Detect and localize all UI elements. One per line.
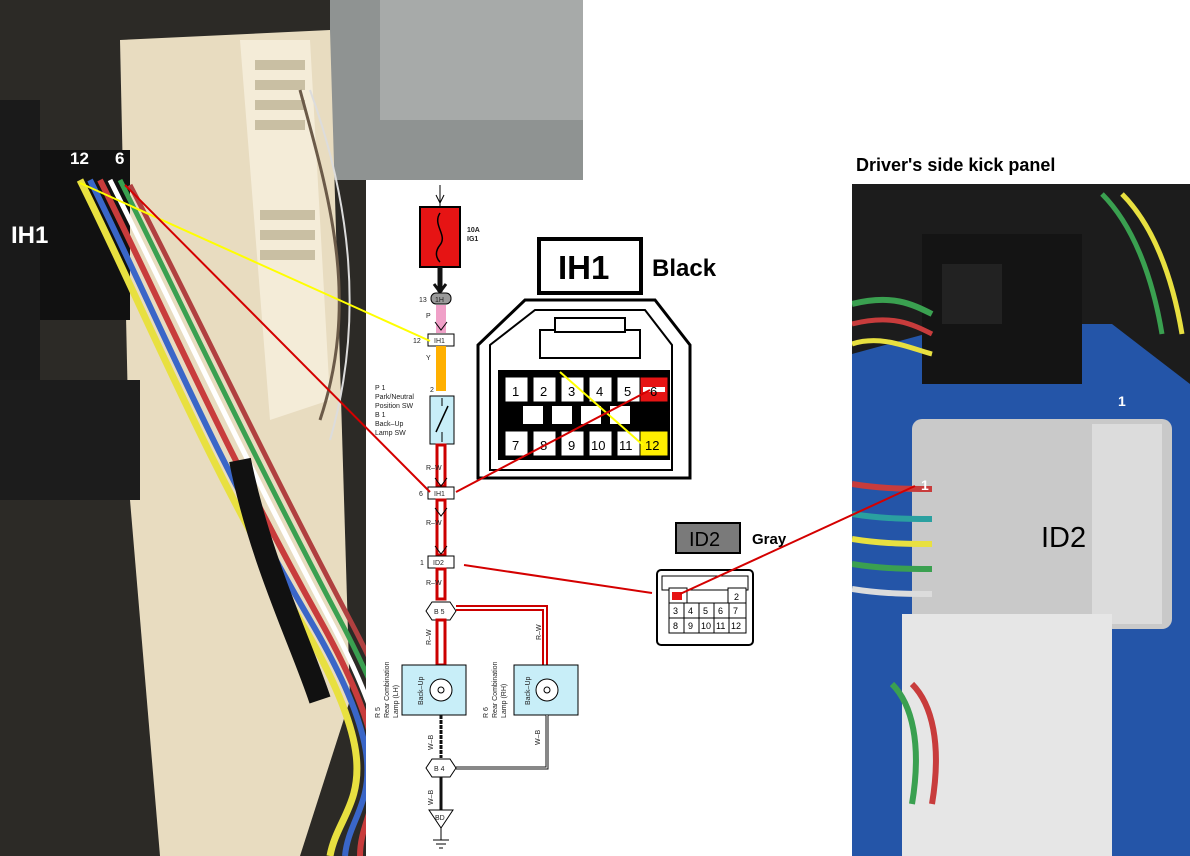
wire-rw-label-4: R–W (426, 629, 433, 645)
leader-line-ih1-pin6-face (455, 389, 651, 493)
switch-desc-2: Park/Neutral (375, 394, 414, 401)
switch-desc-1: P 1 (375, 385, 385, 392)
id2-photo-pin-1-label: 1 (921, 477, 929, 493)
svg-text:12: 12 (645, 438, 659, 453)
fuse-symbol (419, 206, 461, 268)
splice-b4 (425, 758, 457, 778)
switch-pin-num: 2 (430, 387, 434, 394)
junction-1h-label: 1H (435, 297, 444, 304)
leader-line-id2-photo (679, 485, 916, 595)
wire-rw-label-1: R–W (426, 465, 442, 472)
lamp-rh-name-1: Rear Combination (492, 661, 499, 718)
svg-text:5: 5 (703, 606, 708, 616)
wire-rw-label-5: R–W (536, 624, 543, 640)
svg-text:6: 6 (718, 606, 723, 616)
ih1-color: Black (652, 255, 717, 282)
splice-b5-label: B 5 (434, 609, 445, 616)
lamp-lh-function: Back–Up (418, 676, 425, 705)
wire-rw-label-2: R–W (426, 520, 442, 527)
wire-wb-label-1: W–B (428, 735, 435, 751)
svg-text:4: 4 (688, 606, 693, 616)
id2-title: ID2 (689, 529, 720, 551)
schematic-ih1-pin12-tag: IH1 (434, 338, 445, 345)
lamp-rh-name-2: Lamp (RH) (501, 684, 508, 718)
svg-text:9: 9 (568, 438, 575, 453)
leader-line-id2-schematic (463, 564, 653, 594)
svg-text:7: 7 (733, 606, 738, 616)
ih1-photo-pin-12-label: 12 (70, 149, 89, 168)
leader-line-ih1-pin6-schematic (124, 184, 431, 493)
svg-text:11: 11 (619, 438, 633, 453)
junction-1h (430, 292, 452, 305)
ih1-photo-pin-6-label: 6 (115, 149, 125, 168)
switch-desc-4: B 1 (375, 412, 386, 419)
lamp-lh-name-1: Rear Combination (384, 661, 391, 718)
id2-connector-face (656, 569, 754, 646)
ih1-title: IH1 (558, 249, 609, 286)
svg-text:8: 8 (673, 621, 678, 631)
id2-pin-numbers: 2 3 4 5 6 7 8 9 10 11 12 (673, 592, 741, 631)
id2-photo-label: ID2 (1041, 522, 1087, 554)
lamp-lh-name-2: Lamp (LH) (393, 685, 400, 718)
leader-line-ih1-pin12-schematic (79, 182, 431, 342)
lamp-lh-tag: R 5 (375, 707, 382, 718)
schematic-id2-tag: ID2 (433, 560, 444, 567)
svg-text:3: 3 (673, 606, 678, 616)
lamp-rh-tag: R 6 (483, 707, 490, 718)
svg-text:7: 7 (512, 438, 519, 453)
fuse-icon (435, 212, 443, 263)
id2-photo-corner-pin-1-label: 1 (1118, 393, 1126, 409)
svg-text:9: 9 (688, 621, 693, 631)
schematic-ih1-pin6-tag: IH1 (434, 491, 445, 498)
fuse-rating: 10A (467, 227, 480, 234)
schematic-id2-pin: 1 (420, 560, 424, 567)
switch-desc-3: Position SW (375, 403, 414, 410)
svg-text:11: 11 (716, 621, 725, 631)
lamp-lh-bulb-icon (429, 678, 453, 702)
ground-symbol (428, 809, 454, 829)
wire-pink-label: P (426, 313, 431, 320)
switch-desc-5: Back–Up (375, 421, 404, 428)
right-photo (852, 184, 1190, 856)
wire-pink (436, 305, 446, 333)
svg-text:6: 6 (650, 384, 657, 399)
svg-text:2: 2 (540, 384, 547, 399)
ih1-photo-label: IH1 (11, 222, 49, 249)
svg-text:5: 5 (624, 384, 631, 399)
switch-desc-6: Lamp SW (375, 430, 406, 437)
lamp-rh-bulb-icon (535, 678, 559, 702)
fuse-circuit: IG1 (467, 236, 478, 243)
svg-text:10: 10 (701, 621, 711, 631)
id2-pin-1-highlight (672, 592, 682, 600)
id2-title-box (675, 522, 741, 554)
left-photo-panel-highlight (380, 0, 583, 120)
splice-b4-label: B 4 (434, 766, 445, 773)
wire-wb-label-3: W–B (428, 790, 435, 806)
lamp-rh-function: Back–Up (525, 676, 532, 705)
schematic-ih1-pin12-num: 12 (413, 338, 421, 345)
svg-text:12: 12 (731, 621, 741, 631)
id2-color: Gray (752, 531, 787, 548)
schematic-ih1-pin6-num: 6 (419, 491, 423, 498)
svg-text:2: 2 (734, 592, 739, 602)
kick-panel-caption: Driver's side kick panel (856, 155, 1056, 175)
wire-rw-label-3: R–W (426, 580, 442, 587)
svg-text:4: 4 (596, 384, 603, 399)
power-arrow-icon (435, 194, 445, 205)
wire-yellow (436, 346, 446, 391)
splice-b5 (425, 601, 457, 621)
svg-text:1: 1 (512, 384, 519, 399)
leader-line-ih1-pin12-face (559, 371, 644, 446)
svg-text:3: 3 (568, 384, 575, 399)
svg-text:10: 10 (591, 438, 605, 453)
junction-1h-pin: 13 (419, 297, 427, 304)
ground-label: BD (435, 815, 445, 822)
ih1-title-box (537, 237, 643, 295)
switch-icon (435, 405, 449, 433)
wire-yellow-label: Y (426, 355, 431, 362)
wire-wb-label-2: W–B (535, 730, 542, 746)
